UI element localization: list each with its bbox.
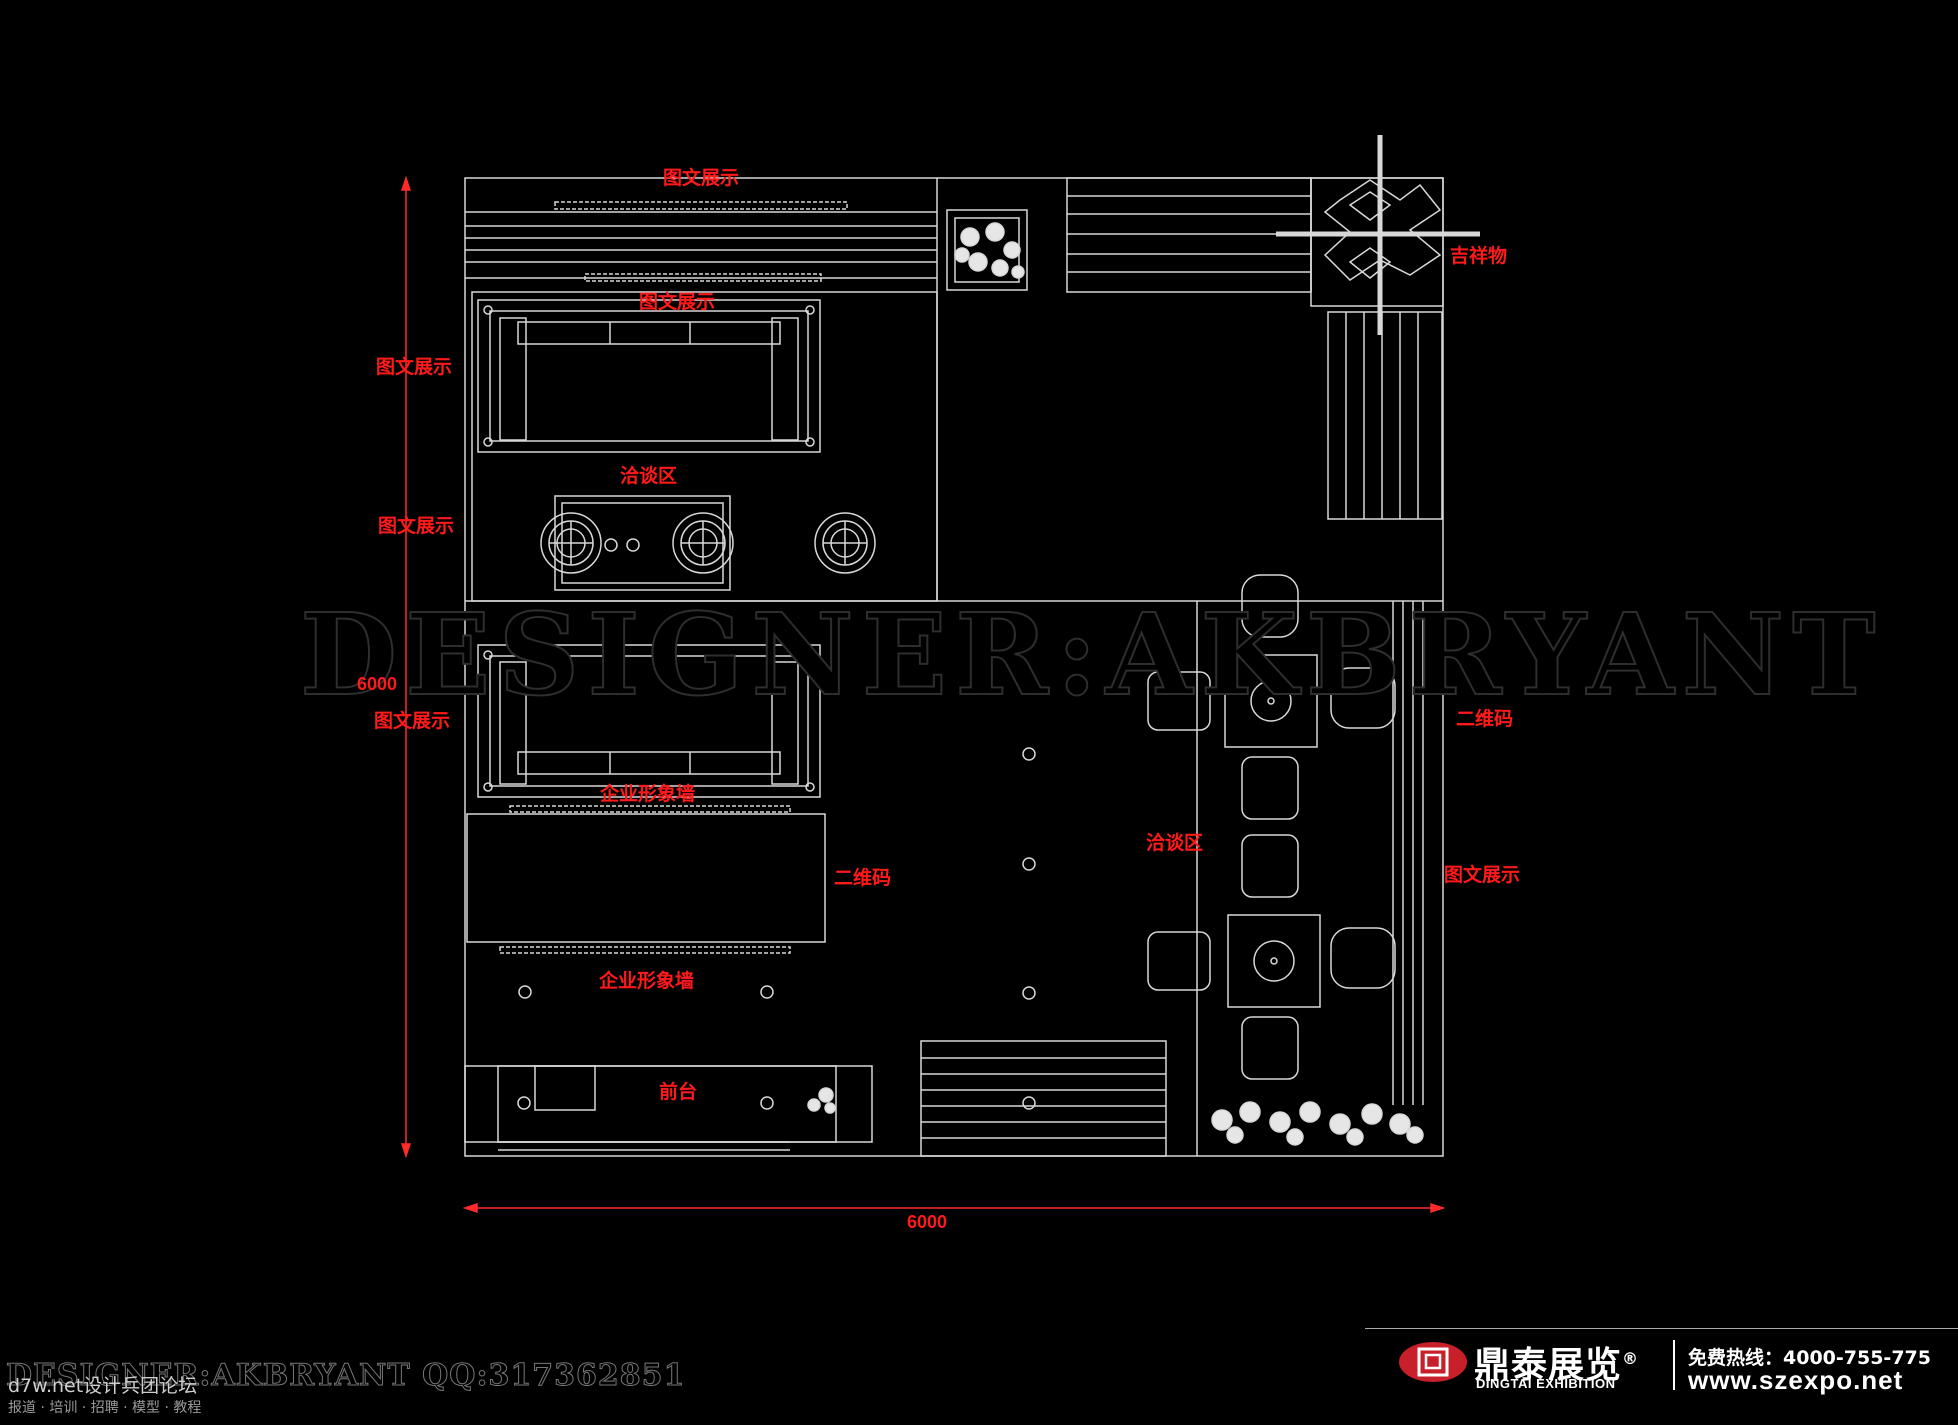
label-corporate-wall-1: 企业形象墙 [600,783,696,805]
top-right-slats [1066,177,1312,293]
hotline: 免费热线：4000-755-775 [1688,1347,1931,1369]
dimension-width: 6000 [907,1212,948,1232]
label-qr-code-right: 二维码 [1456,708,1514,730]
meeting-table-top [540,495,876,591]
label-meeting-area-top: 洽谈区 [620,465,678,487]
corporate-wall [466,805,826,999]
dingtai-logo-icon [1399,1342,1467,1382]
label-meeting-area-right: 洽谈区 [1146,832,1204,854]
bottom-center-slats [920,1040,1167,1157]
meeting-table-right-1 [1147,574,1396,820]
label-qr-code-center: 二维码 [834,867,892,889]
designer-credit: DESIGNER:AKBRYANT QQ:317362851 [5,1358,686,1394]
site-tagline: 报道 · 培训 · 招聘 · 模型 · 教程 [8,1400,202,1416]
label-left-display-2: 图文展示 [378,515,455,537]
right-wall-strips [1392,601,1424,1105]
dimension-height: 6000 [357,674,398,694]
dimension-lines [400,175,1446,1214]
label-corporate-wall-2: 企业形象墙 [599,970,695,992]
planter-top [946,209,1028,291]
label-left-display-3: 图文展示 [374,710,451,732]
sofa-top [477,299,821,453]
label-mascot: 吉祥物 [1450,245,1508,267]
designer-watermark: DESIGNER:AKBRYANT [299,590,1884,721]
column-markers [1022,621,1036,1110]
sofa-bottom [477,644,821,798]
reception-desk [464,1065,873,1151]
brand-name: 鼎泰展览® [1474,1345,1640,1386]
label-reception: 前台 [659,1081,698,1103]
label-left-display-1: 图文展示 [376,356,453,378]
label-display-right: 图文展示 [1444,864,1521,886]
mascot-symbol [1276,135,1480,335]
website-url: www.szexpo.net [1688,1365,1904,1395]
label-top-display: 图文展示 [663,167,740,189]
site-name: d7w.net设计兵团论坛 [8,1375,198,1397]
label-top-display-inner: 图文展示 [639,291,716,313]
planter-bottom-right [1211,1101,1424,1146]
brand-divider-line [1365,1328,1958,1329]
meeting-table-right-2 [1147,834,1396,1080]
brand-separator [1673,1340,1675,1390]
top-display-wall [465,178,938,601]
right-vertical-slats [1327,311,1443,520]
brand-name-en: DINGTAI EXHIBITION [1476,1376,1616,1391]
